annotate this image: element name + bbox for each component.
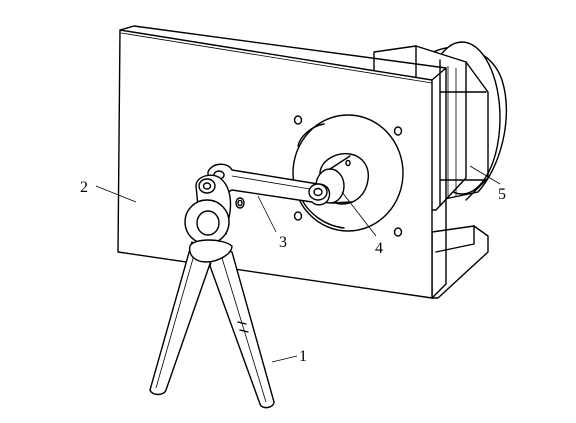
callout-label-2: 2 — [80, 179, 88, 196]
leader-4 — [341, 191, 377, 237]
callout-label-5: 5 — [498, 186, 506, 203]
leader-5 — [469, 165, 501, 185]
leader-1 — [271, 355, 298, 363]
leader-2 — [95, 185, 137, 203]
forceps — [149, 174, 275, 409]
callout-label-3: 3 — [279, 234, 287, 251]
callout-leaders — [95, 165, 501, 363]
leader-3 — [257, 195, 277, 233]
callout-label-4: 4 — [375, 240, 383, 257]
bracket-foot — [431, 225, 489, 299]
crank-hub — [315, 153, 369, 205]
callout-label-1: 1 — [299, 348, 307, 365]
